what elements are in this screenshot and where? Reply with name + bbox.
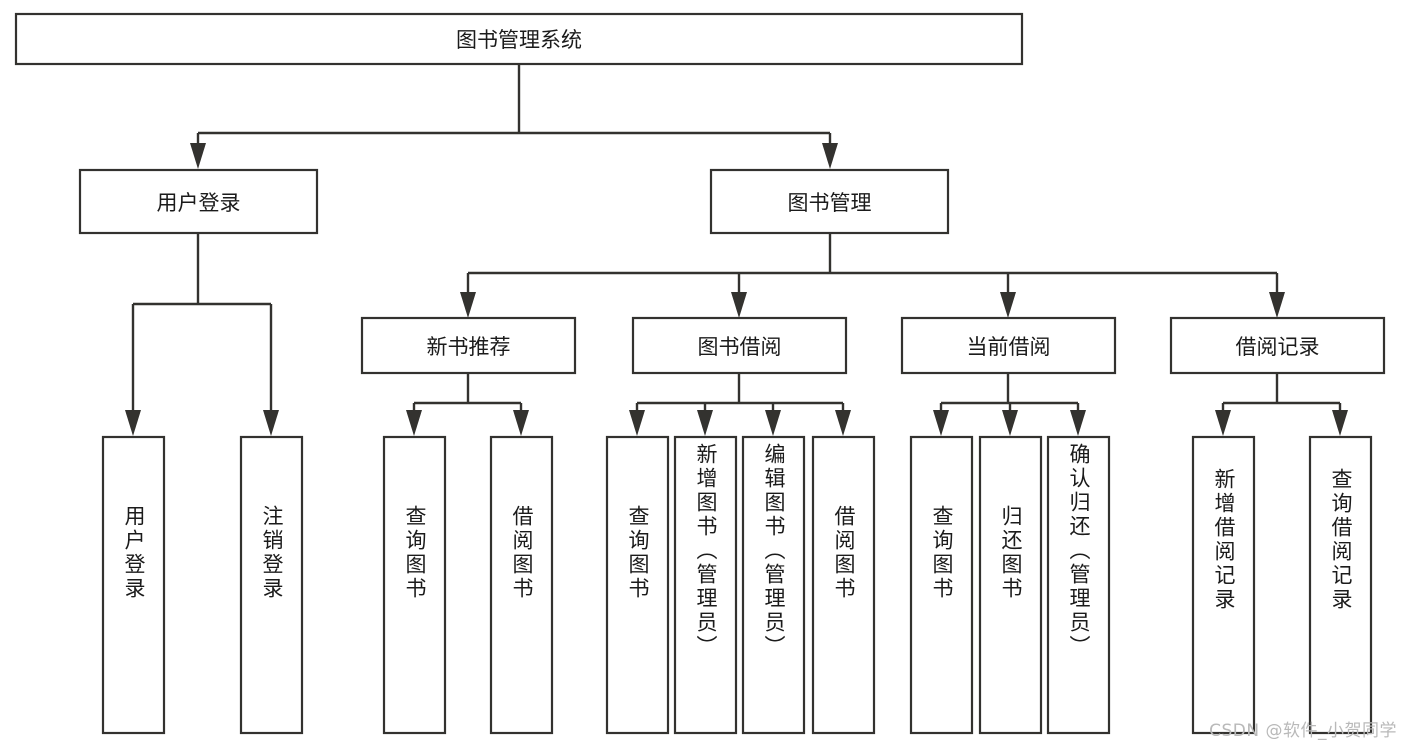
node-box-new-book-recommend[interactable]: [360, 316, 577, 375]
arrow-head-cb-child-1: [1002, 410, 1018, 436]
node-box-leaf-bb-3[interactable]: [811, 435, 876, 735]
watermark-text: CSDN @软件_小贺同学: [1209, 721, 1397, 741]
arrow-head-bb-child-0: [629, 410, 645, 436]
node-box-leaf-cb-2[interactable]: [1046, 435, 1111, 735]
node-box-book-borrow[interactable]: [631, 316, 848, 375]
arrow-head-nb-child-0: [406, 410, 422, 436]
node-box-leaf-nb-1[interactable]: [489, 435, 554, 735]
arrow-head-ul-child-0: [125, 410, 141, 436]
node-box-borrow-record[interactable]: [1169, 316, 1386, 375]
connector-group-root: [190, 64, 838, 169]
node-box-leaf-cb-1[interactable]: [978, 435, 1043, 735]
node-box-leaf-ul-1[interactable]: [239, 435, 304, 735]
arrow-head-nb-child-1: [513, 410, 529, 436]
arrow-head-user-login: [190, 143, 206, 169]
node-box-leaf-br-0[interactable]: [1191, 435, 1256, 735]
node-box-book-manage[interactable]: [709, 168, 950, 235]
connector-group-new-book: [406, 373, 529, 436]
node-box-user-login[interactable]: [78, 168, 319, 235]
node-box-leaf-bb-1[interactable]: [673, 435, 738, 735]
connector-group-current-borrow: [933, 373, 1086, 436]
arrow-head-bm-child-3: [1269, 292, 1285, 318]
node-box-leaf-ul-0[interactable]: [101, 435, 166, 735]
node-box-root[interactable]: [14, 12, 1024, 66]
arrow-head-cb-child-2: [1070, 410, 1086, 436]
arrow-head-book-manage: [822, 143, 838, 169]
node-box-leaf-bb-2[interactable]: [741, 435, 806, 735]
arrow-head-bm-child-1: [731, 292, 747, 318]
node-box-leaf-bb-0[interactable]: [605, 435, 670, 735]
arrow-head-bm-child-2: [1000, 292, 1016, 318]
arrow-head-bb-child-1: [697, 410, 713, 436]
node-box-current-borrow[interactable]: [900, 316, 1117, 375]
connector-group-book-borrow: [629, 373, 851, 436]
arrow-head-bm-child-0: [460, 292, 476, 318]
arrow-head-bb-child-3: [835, 410, 851, 436]
arrow-head-ul-child-1: [263, 410, 279, 436]
node-box-leaf-cb-0[interactable]: [909, 435, 974, 735]
connector-group-borrow-record: [1215, 373, 1348, 436]
connector-group-book-manage: [460, 233, 1285, 318]
arrow-head-br-child-0: [1215, 410, 1231, 436]
connector-group-user-login: [125, 233, 279, 436]
node-box-leaf-nb-0[interactable]: [382, 435, 447, 735]
arrow-head-bb-child-2: [765, 410, 781, 436]
node-box-leaf-br-1[interactable]: [1308, 435, 1373, 735]
arrow-head-br-child-1: [1332, 410, 1348, 436]
arrow-head-cb-child-0: [933, 410, 949, 436]
